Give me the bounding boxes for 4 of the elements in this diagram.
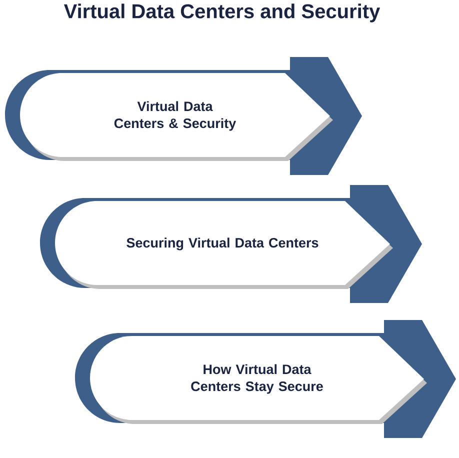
- arrow-banner: Virtual Data Centers & Security: [5, 57, 362, 175]
- title: Virtual Data Centers and Security: [64, 4, 380, 22]
- arrow-banner: How Virtual Data Centers Stay Secure: [75, 320, 456, 438]
- arrow-banner: Securing Virtual Data Centers: [40, 185, 422, 303]
